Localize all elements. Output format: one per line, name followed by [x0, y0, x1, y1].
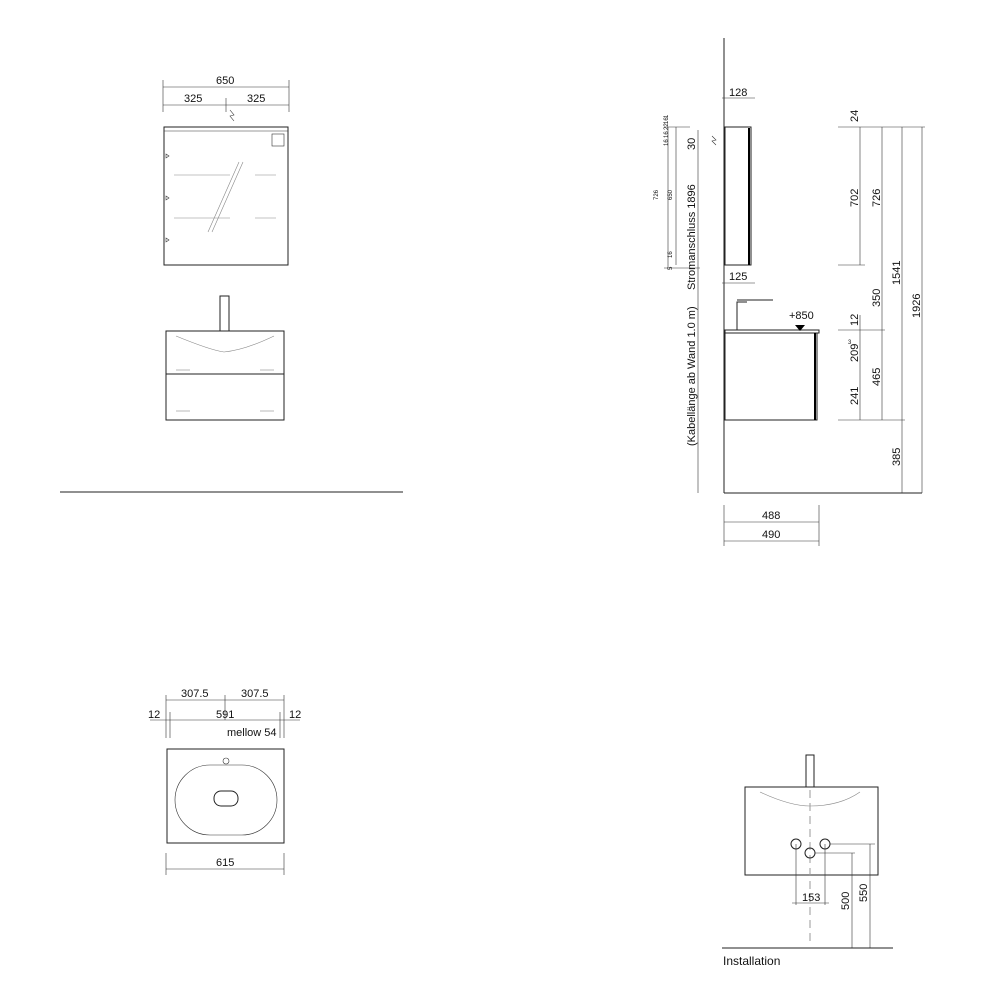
power-connection-label: Stromanschluss 1896 [686, 184, 698, 290]
dim-726: 726 [871, 189, 883, 207]
dim-1926: 1926 [911, 294, 923, 318]
dim-30: 30 [686, 138, 698, 150]
dim-24: 24 [849, 110, 861, 122]
dim-12: 12 [849, 314, 861, 326]
dim-12-right: 12 [289, 709, 301, 721]
installation-label: Installation [723, 954, 780, 968]
dim-1541: 1541 [891, 261, 903, 285]
dim-488: 488 [762, 510, 780, 522]
dim-16b-small: 16 [664, 117, 670, 124]
dim-5-small: 5 [668, 266, 674, 270]
model-label: mellow 54 [227, 727, 277, 739]
dim-615: 615 [216, 857, 234, 869]
dim-16c-small: 16 [664, 139, 670, 146]
dim-702: 702 [849, 189, 861, 207]
dim-16a-small: 16 [664, 131, 670, 138]
dim-591: 591 [216, 709, 234, 721]
dim-307-5-left: 307.5 [181, 688, 209, 700]
dim-241: 241 [849, 387, 861, 405]
side-view: 128 125 +850 726 650 16 5 16 22 16 1 16 … [654, 38, 925, 546]
basin-top-view: 307.5 307.5 12 591 12 mellow 54 615 [148, 688, 301, 875]
dim-325-right: 325 [247, 93, 265, 105]
cable-length-label: (Kabellänge ab Wand 1.0 m) [686, 306, 698, 446]
dim-650: 650 [216, 75, 234, 87]
dim-3a: 3 [848, 340, 852, 346]
dim-1-small: 1 [664, 114, 670, 118]
dim-153: 153 [802, 892, 820, 904]
front-mirror-cabinet: 650 325 325 [162, 75, 290, 266]
dim-490: 490 [762, 529, 780, 541]
dim-12-left: 12 [148, 709, 160, 721]
dim-550: 550 [858, 884, 870, 902]
installation-view: 153 500 550 Installation [722, 754, 893, 968]
height-marker-850: +850 [789, 310, 814, 322]
dim-350: 350 [871, 289, 883, 307]
dim-385: 385 [891, 448, 903, 466]
dim-325-left: 325 [184, 93, 202, 105]
dim-650-small: 650 [668, 189, 674, 200]
dim-500: 500 [840, 892, 852, 910]
dim-128: 128 [729, 87, 747, 99]
dim-125: 125 [729, 271, 747, 283]
dim-465: 465 [871, 368, 883, 386]
dim-22-small: 22 [664, 123, 670, 130]
dim-307-5-right: 307.5 [241, 688, 269, 700]
dim-726-small: 726 [654, 189, 660, 200]
front-vanity [165, 295, 285, 421]
dim-209: 209 [849, 344, 861, 362]
dim-16-small: 16 [668, 251, 674, 258]
